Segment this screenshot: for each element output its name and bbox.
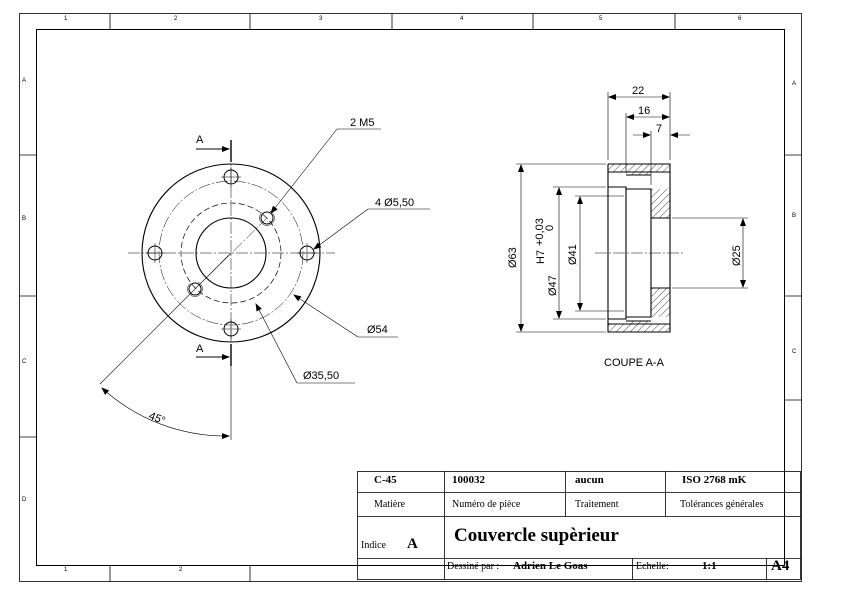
dia54-leader (293, 294, 398, 338)
zone-top-5: 5 (599, 16, 603, 22)
zone-top-2: 2 (174, 16, 178, 22)
section-hatch (608, 164, 670, 332)
m5-callout: 2 M5 (350, 117, 374, 129)
zone-right-c: C (792, 349, 797, 355)
material-value: C-45 (374, 474, 397, 486)
title-block-grid (357, 471, 801, 580)
dia35-leader (255, 303, 355, 384)
section-dia-dims (516, 163, 748, 333)
section-width-dims (607, 92, 690, 185)
outer-border (19, 13, 802, 582)
angle-callout: 45° (147, 410, 167, 427)
section-caption: COUPE A-A (604, 357, 665, 369)
inner-border (36, 29, 785, 566)
tolerance-value: ISO 2768 mK (682, 474, 747, 486)
zone-left-b: B (22, 216, 27, 222)
zone-ticks (19, 13, 802, 582)
angle-dimension (99, 252, 232, 440)
zone-right-a: A (792, 81, 797, 87)
scale-value: 1:1 (702, 560, 717, 572)
dim-dia41: Ø41 (567, 244, 579, 265)
section-letter-top: A (196, 134, 204, 146)
m5-leader (270, 128, 381, 214)
zone-bottom-1: 1 (64, 567, 68, 573)
index-value: A (407, 536, 418, 552)
dim-dia47: Ø47 (547, 275, 559, 296)
dia35-callout: Ø35,50 (303, 370, 339, 382)
dia54-callout: Ø54 (367, 324, 388, 336)
scale-label: Echelle: (636, 561, 669, 572)
clearance-holes (145, 167, 317, 339)
section-view: 22 16 7 Ø63 H7 +0,03 0 Ø47 Ø41 Ø25 (507, 85, 748, 369)
dim-22: 22 (632, 85, 644, 97)
material-label: Matière (374, 499, 406, 510)
part-number-label: Numéro de pièce (452, 499, 521, 510)
treatment-value: aucun (575, 474, 604, 486)
treatment-label: Traitement (575, 499, 619, 510)
drawing-title: Couvercle supèrieur (454, 525, 619, 546)
dim-dia63: Ø63 (507, 247, 519, 268)
zone-left-c: C (22, 359, 27, 365)
zone-top-6: 6 (738, 16, 742, 22)
zone-right-b: B (792, 213, 797, 219)
threaded-holes (187, 210, 275, 297)
zone-top-1: 1 (64, 16, 68, 22)
front-view: A A 2 M5 4 Ø5,50 Ø54 Ø35,50 (99, 117, 430, 440)
dim-tol-lower: 0 (544, 225, 556, 231)
drawn-by-value: Adrien Le Goas (513, 560, 588, 572)
dim-7: 7 (656, 123, 662, 135)
index-label: Indice (361, 540, 386, 551)
title-block: C-45 100032 aucun ISO 2768 mK Matière Nu… (357, 471, 800, 579)
outer-circle (141, 163, 321, 343)
hole-leader (313, 208, 430, 250)
part-number-value: 100032 (452, 474, 485, 486)
zone-left-a: A (22, 78, 27, 84)
dim-tol-upper: +0,03 (534, 218, 546, 246)
section-letter-bottom: A (196, 343, 204, 355)
drawn-by-label: Dessiné par : (447, 561, 500, 572)
through-bore-circle (195, 217, 267, 289)
hole-callout: 4 Ø5,50 (375, 197, 414, 209)
zone-top-3: 3 (319, 16, 323, 22)
zone-bottom-2: 2 (179, 567, 183, 573)
zone-left-d: D (22, 497, 27, 503)
dim-16: 16 (638, 105, 650, 117)
format-value: A4 (771, 558, 790, 574)
front-centerlines (128, 150, 335, 358)
dim-h7: H7 (535, 250, 547, 264)
dim-dia25: Ø25 (731, 245, 743, 266)
tolerance-label: Tolérances générales (680, 499, 764, 510)
hidden-bore-circle (180, 202, 282, 304)
zone-top-4: 4 (460, 16, 464, 22)
